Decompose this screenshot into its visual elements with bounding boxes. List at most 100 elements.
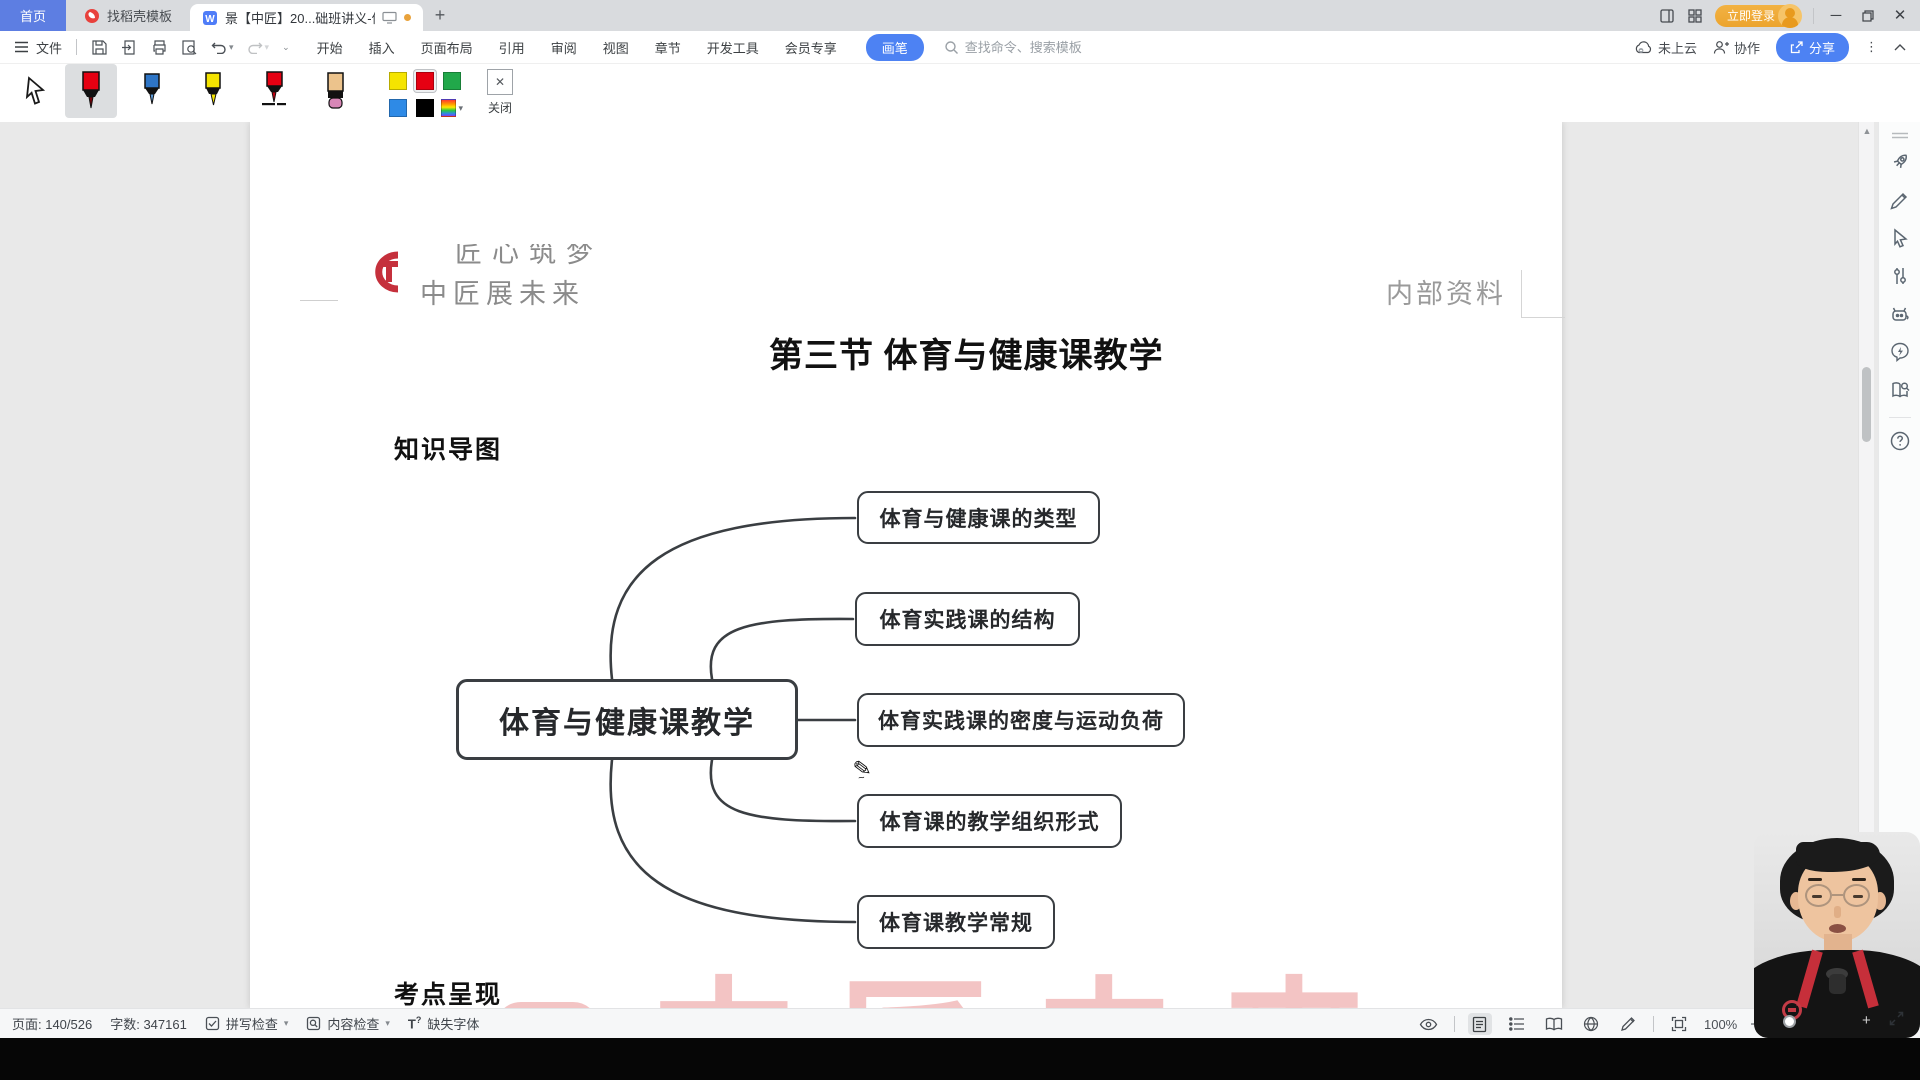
command-search[interactable] (944, 39, 1115, 55)
web-view-icon[interactable] (1579, 1013, 1603, 1035)
ink-mode-icon[interactable] (1616, 1013, 1640, 1035)
save-icon[interactable] (91, 39, 108, 56)
robot-assistant-icon[interactable] (1885, 299, 1915, 329)
divider (1453, 1016, 1455, 1032)
tab-section[interactable]: 章节 (654, 40, 681, 56)
tab-home-label: 首页 (19, 9, 46, 24)
swatch-more-colors[interactable]: ▾ (441, 97, 463, 119)
new-tab-button[interactable]: + (434, 5, 446, 25)
tab-page-layout[interactable]: 页面布局 (420, 40, 473, 56)
redo-icon[interactable]: ▾ (247, 40, 269, 54)
eraser-tool[interactable] (309, 64, 361, 118)
tab-view[interactable]: 视图 (602, 40, 629, 56)
more-menu-icon[interactable]: ⋮ (1865, 39, 1878, 54)
login-label: 立即登录 (1726, 9, 1775, 23)
screen-share-icon[interactable] (382, 11, 397, 24)
spell-check-toggle[interactable]: 拼写检查▾ (205, 1014, 288, 1033)
file-menu[interactable]: 文件 (0, 38, 76, 57)
tab-start[interactable]: 开始 (316, 40, 343, 56)
word-count[interactable]: 字数: 347161 (110, 1017, 187, 1032)
swatch-blue[interactable] (387, 97, 409, 119)
collapse-ribbon-icon[interactable] (1894, 43, 1906, 51)
help-icon[interactable] (1885, 426, 1915, 456)
collaborate-button[interactable]: 协作 (1713, 38, 1760, 57)
fit-page-icon[interactable] (1667, 1013, 1691, 1035)
content-check-toggle[interactable]: 内容检查▾ (306, 1014, 390, 1033)
read-mode-icon[interactable] (1542, 1013, 1566, 1035)
unsaved-dot (404, 14, 412, 21)
tab-review[interactable]: 审阅 (550, 40, 577, 56)
red-underline-marker-tool[interactable] (248, 64, 300, 118)
spellcheck-icon (205, 1016, 220, 1031)
more-quick-icons[interactable]: ⌄ (282, 41, 290, 52)
tune-sliders-icon[interactable] (1885, 261, 1915, 291)
restore-button[interactable] (1858, 9, 1878, 22)
scroll-up-arrow[interactable]: ▲ (1862, 126, 1872, 136)
rocket-icon[interactable] (1885, 147, 1915, 177)
presenter-webcam-overlay (1754, 832, 1920, 1038)
mindmap-branch-2[interactable]: 体育实践课的结构 (855, 592, 1080, 646)
mindmap-heading: 知识导图 (394, 437, 503, 464)
statusbar-right: 100% − (1417, 1009, 1920, 1039)
letterbox-bar (0, 1038, 1920, 1080)
search-input[interactable] (964, 39, 1115, 55)
tab-list-icon[interactable] (1659, 8, 1675, 24)
tab-docer-label: 找稻壳模板 (107, 9, 173, 24)
drag-handle-icon[interactable] (1891, 132, 1909, 139)
missing-font-warning[interactable]: T? 缺失字体 (408, 1014, 479, 1033)
flash-icon[interactable] (1885, 337, 1915, 367)
tab-member[interactable]: 会员专享 (784, 40, 837, 56)
close-icon: ✕ (487, 69, 513, 95)
share-button[interactable]: 分享 (1775, 32, 1849, 62)
tab-dev-tools[interactable]: 开发工具 (706, 40, 759, 56)
yellow-highlighter-tool[interactable] (187, 64, 239, 118)
brush-mode-tab[interactable]: 画笔 (865, 33, 924, 61)
document-canvas[interactable]: 中匠未来 匠心筑梦 中匠展未来 内部资料 第三节 体育与健康课教学 知识导图 体… (0, 122, 1878, 1008)
presenter-eyebrow (1852, 878, 1866, 881)
fullscreen-icon[interactable] (1888, 1010, 1905, 1027)
page-view-icon[interactable] (1467, 1013, 1492, 1035)
select-cursor-tool[interactable] (16, 64, 56, 118)
minimize-button[interactable]: ─ (1830, 7, 1842, 24)
mindmap-branch-1[interactable]: 体育与健康课的类型 (857, 491, 1100, 544)
swatch-green[interactable] (441, 70, 463, 92)
apps-grid-icon[interactable] (1687, 8, 1703, 24)
eye-protect-icon[interactable] (1417, 1013, 1441, 1035)
login-button[interactable]: 立即登录 (1714, 3, 1802, 28)
undo-icon[interactable]: ▾ (211, 40, 234, 54)
tab-references[interactable]: 引用 (498, 40, 525, 56)
book-search-icon[interactable] (1885, 375, 1915, 405)
red-marker-tool[interactable] (65, 64, 117, 118)
tab-insert[interactable]: 插入 (368, 40, 395, 56)
select-cursor-icon[interactable] (1885, 223, 1915, 253)
print-icon[interactable] (151, 39, 168, 56)
divider (76, 39, 78, 55)
mindmap-root-node[interactable]: 体育与健康课教学 (456, 679, 798, 760)
print-preview-icon[interactable] (181, 39, 198, 56)
tab-docer-templates[interactable]: 找稻壳模板 (66, 0, 190, 31)
blue-marker-tool[interactable] (126, 64, 178, 118)
tab-document[interactable]: W 景【中匠】20...础班讲义-体育 (190, 4, 424, 31)
red-marker-icon (82, 71, 100, 109)
share-icon (1790, 40, 1803, 54)
document-page (250, 122, 1562, 1008)
mindmap-branch-4[interactable]: 体育课的教学组织形式 (857, 794, 1122, 848)
swatch-red-selected[interactable] (414, 70, 436, 92)
close-ink-toolbar[interactable]: ✕ 关闭 (487, 69, 513, 116)
company-logo (358, 250, 412, 294)
tab-home[interactable]: 首页 (0, 0, 66, 31)
pen-icon[interactable] (1885, 185, 1915, 215)
page-indicator[interactable]: 页面: 140/526 (12, 1017, 93, 1032)
mindmap-branch-5[interactable]: 体育课教学常规 (857, 895, 1055, 949)
outline-view-icon[interactable] (1505, 1013, 1529, 1035)
zoom-in-button[interactable]: + (1862, 1012, 1871, 1029)
cloud-status[interactable]: 未上云 (1634, 38, 1697, 57)
mindmap-branch-3[interactable]: 体育实践课的密度与运动负荷 (857, 693, 1185, 747)
swatch-black[interactable] (414, 97, 436, 119)
zoom-slider-handle[interactable] (1783, 1015, 1796, 1028)
scrollbar-thumb[interactable] (1862, 367, 1871, 442)
export-icon[interactable] (121, 39, 138, 56)
swatch-yellow[interactable] (387, 70, 409, 92)
share-label: 分享 (1808, 40, 1835, 56)
close-window-button[interactable]: ✕ (1893, 7, 1907, 24)
